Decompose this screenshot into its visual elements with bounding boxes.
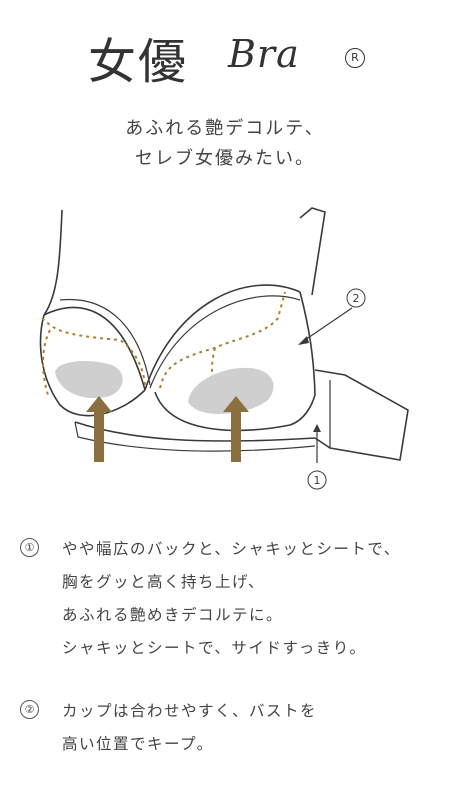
tagline-line-1: あふれる艶デコルテ、 bbox=[125, 118, 325, 139]
up-arrow-left bbox=[86, 396, 112, 462]
brand-title-jp: 女優 bbox=[88, 34, 189, 90]
callout-1-circle bbox=[307, 470, 327, 490]
left-cup-bottom bbox=[39, 314, 146, 417]
tagline: あふれる艶デコルテ、 セレブ女優みたい。 bbox=[0, 114, 450, 174]
bra-diagram: 2 1 bbox=[0, 200, 450, 500]
callout-1-arrowhead bbox=[313, 424, 321, 432]
note-1-number: ① bbox=[20, 538, 39, 557]
back-band bbox=[314, 369, 409, 461]
note-1: ① やや幅広のバックと、シャキッとシートで、 胸をグッと高く持ち上げ、 あふれる… bbox=[20, 536, 440, 668]
brand-title: 女優 Bra R bbox=[0, 14, 450, 90]
callout-2-line bbox=[301, 307, 353, 343]
underband-lower bbox=[74, 421, 316, 452]
brand-title-bra: Bra bbox=[228, 32, 300, 76]
body-outline-left bbox=[43, 209, 63, 316]
note-2-number: ② bbox=[20, 700, 39, 719]
note-1-line-2: 胸をグッと高く持ち上げ、 bbox=[62, 573, 265, 591]
note-2: ② カップは合わせやすく、バストを 高い位置でキープ。 bbox=[20, 698, 440, 764]
tagline-line-2: セレブ女優みたい。 bbox=[135, 148, 315, 169]
right-pad bbox=[188, 367, 274, 415]
up-arrow-right bbox=[223, 396, 249, 462]
right-cup-top bbox=[144, 284, 301, 391]
callout-2-arrowhead bbox=[298, 336, 309, 345]
feature-notes: ① やや幅広のバックと、シャキッとシートで、 胸をグッと高く持ち上げ、 あふれる… bbox=[20, 536, 440, 790]
note-1-line-1: やや幅広のバックと、シャキッとシートで、 bbox=[62, 540, 401, 558]
note-1-line-4: シャキッとシートで、サイドすっきり。 bbox=[62, 639, 367, 657]
callout-2-label: 2 bbox=[353, 292, 360, 305]
bra-illustration: 2 1 bbox=[39, 207, 409, 490]
side-seam bbox=[299, 291, 316, 396]
note-2-line-2: 高い位置でキープ。 bbox=[62, 735, 214, 753]
note-1-line-3: あふれる艶めきデコルテに。 bbox=[62, 606, 284, 624]
dotted-seam-right bbox=[159, 291, 286, 389]
left-cup-inner bbox=[59, 298, 151, 386]
right-cup-inner bbox=[149, 295, 301, 389]
strap bbox=[299, 207, 326, 296]
left-pad bbox=[55, 360, 123, 399]
callout-1-label: 1 bbox=[314, 474, 321, 487]
dotted-seam-left bbox=[41, 317, 146, 389]
callout-2-circle bbox=[346, 288, 366, 308]
note-2-line-1: カップは合わせやすく、バストを bbox=[62, 702, 318, 720]
registered-mark: R bbox=[345, 48, 365, 68]
left-cup-top bbox=[43, 306, 146, 391]
right-cup-bottom bbox=[154, 391, 316, 432]
